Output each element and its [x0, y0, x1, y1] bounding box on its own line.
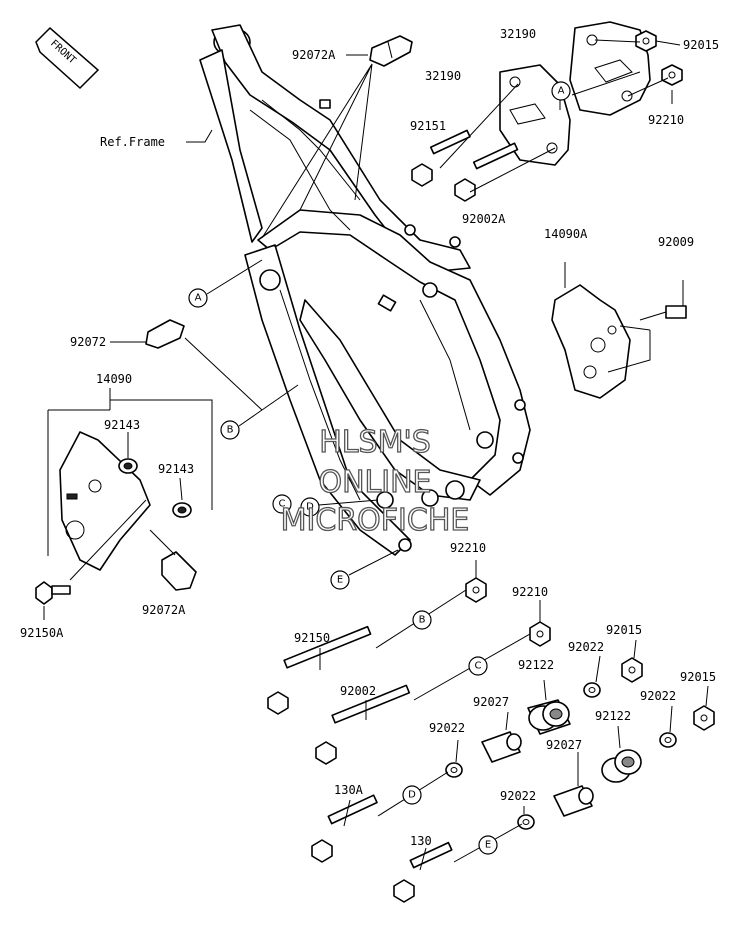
callout-e-frame: E: [330, 570, 350, 590]
label-92151: 92151: [410, 119, 446, 133]
label-92015-mid: 92015: [606, 623, 642, 637]
collar-92143-b: [172, 502, 192, 518]
bolt-92002: [315, 684, 411, 765]
bolt-92150A: [35, 581, 71, 605]
callout-a-top: A: [551, 81, 571, 101]
svg-text:C: C: [279, 499, 286, 510]
label-92210-low: 92210: [512, 585, 548, 599]
svg-text:D: D: [408, 790, 416, 801]
label-92022-b: 92022: [640, 689, 676, 703]
washer-92022-d: [517, 814, 535, 830]
label-92150: 92150: [294, 631, 330, 645]
label-92122-a: 92122: [518, 658, 554, 672]
label-92015-low: 92015: [680, 670, 716, 684]
guard-14090A: [551, 284, 631, 399]
svg-text:A: A: [195, 293, 202, 304]
svg-text:B: B: [227, 425, 234, 436]
callout-c-frame: C: [272, 494, 292, 514]
label-92027-a: 92027: [473, 695, 509, 709]
label-14090: 14090: [96, 372, 132, 386]
callout-d-bolt: D: [402, 785, 422, 805]
nut-92210-mid: [465, 577, 487, 603]
label-92009: 92009: [658, 235, 694, 249]
label-130A: 130A: [334, 783, 364, 797]
label-92022-d: 92022: [500, 789, 536, 803]
label-92143-b: 92143: [158, 462, 194, 476]
label-92022-c: 92022: [429, 721, 465, 735]
collar-92143-a: [118, 458, 138, 474]
nut-92210-low: [529, 621, 551, 647]
bolt-92150: [267, 625, 372, 715]
label-92210-mid: 92210: [450, 541, 486, 555]
callout-e-bolt: E: [478, 835, 498, 855]
spacer-92122-b: [601, 749, 642, 783]
motorcycle-frame: [199, 24, 531, 556]
collar-92027-a: [481, 731, 522, 763]
nut-92210-top: [661, 64, 683, 86]
svg-text:A: A: [558, 86, 565, 97]
label-92022-a: 92022: [568, 640, 604, 654]
callout-b-bolt: B: [412, 610, 432, 630]
label-32190-a: 32190: [500, 27, 536, 41]
callout-d-frame: D: [300, 497, 320, 517]
label-92002: 92002: [340, 684, 376, 698]
label-92072: 92072: [70, 335, 106, 349]
callout-a-frame: A: [188, 288, 208, 308]
watermark: HLSM'S ONLINE MICROFICHE: [280, 424, 470, 538]
bolt-92002A: [454, 142, 519, 202]
label-92072A-top: 92072A: [292, 48, 336, 62]
nut-92015-mid: [621, 657, 643, 683]
spacer-92122-a: [527, 699, 571, 735]
bolt-130A: [311, 794, 378, 863]
clip-92072A-bottom: [161, 551, 197, 591]
label-92015-top: 92015: [683, 38, 719, 52]
front-direction-tag: FRONT: [35, 26, 100, 90]
label-92002A: 92002A: [462, 212, 506, 226]
callout-b-frame: B: [220, 420, 240, 440]
svg-text:C: C: [475, 661, 482, 672]
label-32190-b: 32190: [425, 69, 461, 83]
svg-text:D: D: [306, 502, 314, 513]
label-130: 130: [410, 834, 432, 848]
label-92143-a: 92143: [104, 418, 140, 432]
label-92210-top: 92210: [648, 113, 684, 127]
nut-92015-top: [635, 30, 657, 52]
svg-text:E: E: [485, 840, 491, 851]
guard-14090: [59, 431, 151, 571]
label-92150A: 92150A: [20, 626, 64, 640]
washer-92022-c: [445, 762, 463, 778]
group-14090-frame: [47, 388, 213, 556]
washer-92022-b: [659, 732, 677, 748]
clip-92072: [145, 319, 185, 349]
clip-92072A-top: [369, 35, 413, 67]
svg-text:E: E: [337, 575, 343, 586]
collar-92027-b: [553, 785, 594, 817]
label-92072A-bottom: 92072A: [142, 603, 186, 617]
label-14090A: 14090A: [544, 227, 588, 241]
svg-text:HLSM'S: HLSM'S: [319, 425, 431, 460]
ref-frame-label: Ref.Frame: [100, 135, 165, 149]
svg-text:ONLINE: ONLINE: [318, 465, 431, 500]
svg-text:MICROFICHE: MICROFICHE: [281, 503, 470, 538]
callout-c-bolt: C: [468, 656, 488, 676]
washer-92022-a: [583, 682, 601, 698]
bolt-92009: [639, 305, 687, 321]
bolt-92151: [411, 129, 471, 187]
nut-92015-low: [693, 705, 715, 731]
bolt-130: [393, 841, 453, 903]
label-92122-b: 92122: [595, 709, 631, 723]
label-92027-b: 92027: [546, 738, 582, 752]
svg-text:B: B: [419, 615, 426, 626]
